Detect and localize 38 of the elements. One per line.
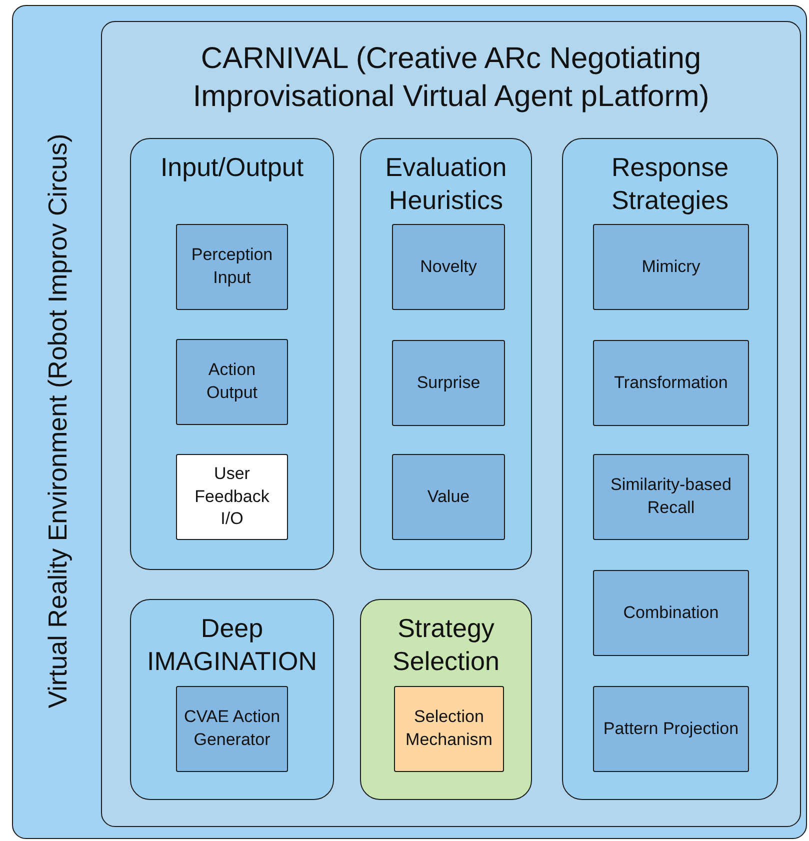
group-heading: Deep IMAGINATION [146, 612, 318, 678]
group-panel [130, 138, 334, 570]
component-label: Combination [623, 602, 719, 624]
platform-title: CARNIVAL (Creative ARc Negotiating Improvisational Virtual Agent pLatform) [192, 41, 710, 116]
component-box [176, 224, 288, 310]
component-box [593, 570, 749, 656]
component-label: Pattern Projection [603, 718, 739, 740]
component-box [176, 686, 288, 772]
group-heading: Strategy Selection [392, 612, 500, 678]
component-label: Perception Input [190, 244, 274, 289]
component-box [394, 686, 504, 772]
component-box [392, 224, 505, 310]
component-box [593, 224, 749, 310]
environment-title: Virtual Reality Environment (Robot Improv Circus) [42, 134, 74, 708]
component-label: Mimicry [642, 256, 700, 278]
component-label: Similarity-based Recall [610, 474, 732, 519]
component-box [176, 339, 288, 425]
component-box [593, 454, 749, 540]
component-box [176, 454, 288, 540]
component-box [593, 686, 749, 772]
group-heading: Input/Output [159, 151, 305, 184]
group-panel [562, 138, 778, 800]
component-label: Selection Mechanism [404, 706, 494, 751]
group-panel [360, 138, 532, 570]
group-heading: Evaluation Heuristics [384, 151, 508, 218]
component-label: Novelty [420, 256, 477, 278]
component-box [392, 454, 505, 540]
component-label: CVAE Action Generator [182, 706, 282, 751]
component-label: Value [427, 486, 470, 508]
component-box [392, 340, 505, 426]
component-label: Transformation [614, 372, 728, 394]
group-panel [130, 599, 334, 800]
component-label: Surprise [416, 372, 480, 394]
component-label: User Feedback I/O [194, 462, 270, 530]
group-panel [360, 599, 532, 800]
group-heading: Response Strategies [610, 151, 730, 218]
component-label: Action Output [205, 359, 259, 404]
component-box [593, 340, 749, 426]
